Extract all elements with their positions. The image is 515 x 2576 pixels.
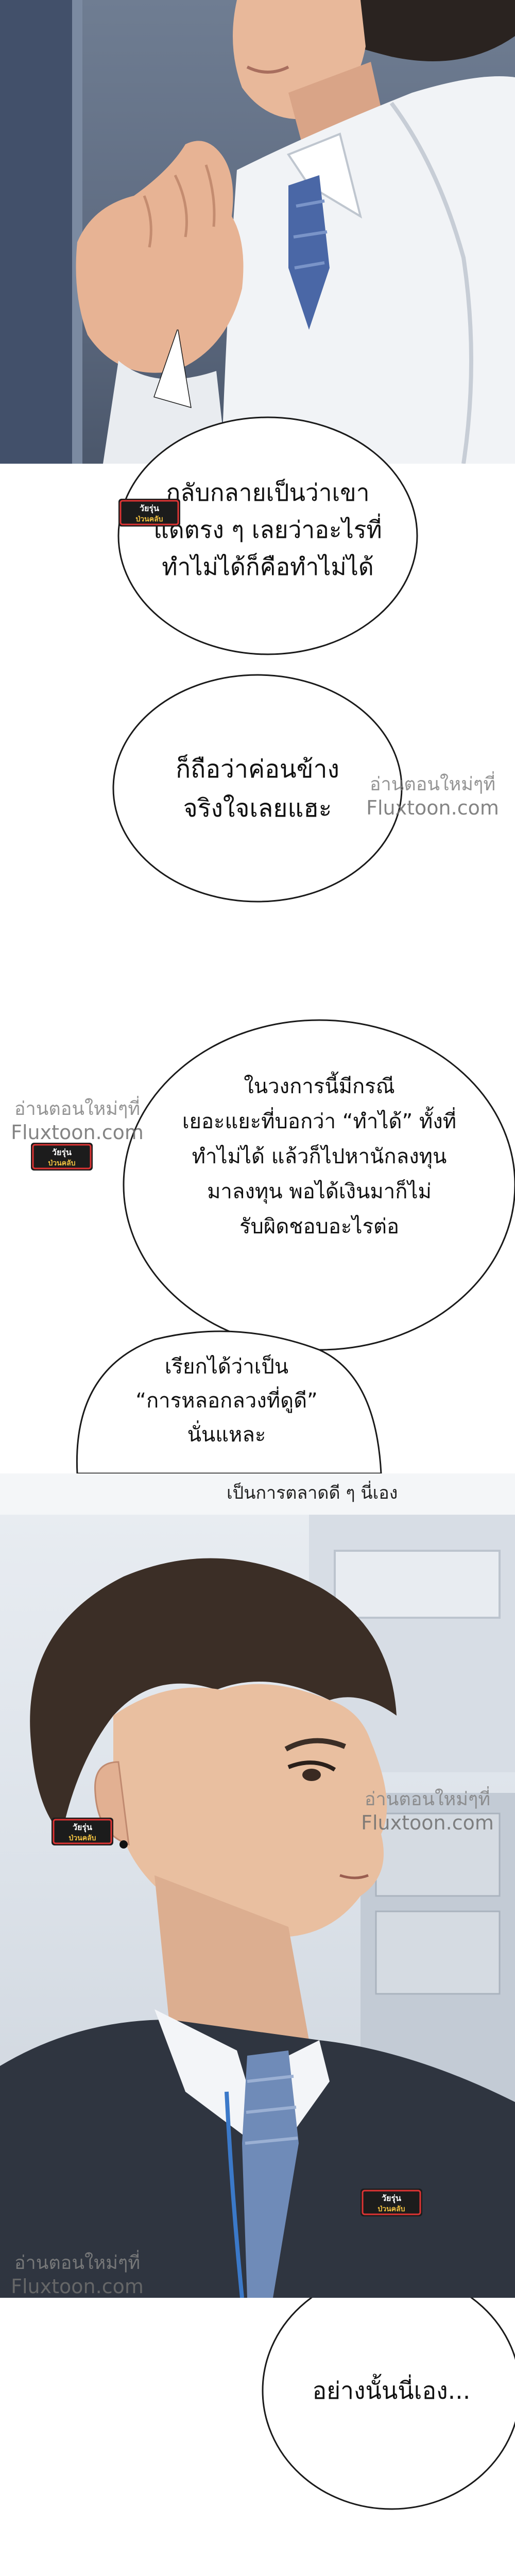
neck — [154, 1875, 309, 2040]
bubble-2-line-1: ก็ถือว่าค่อนข้าง — [176, 755, 339, 784]
cabinet-drawer — [375, 1812, 501, 1897]
watermark-line-2: Fluxtoon.com — [361, 1811, 494, 1834]
bubble-1-line-3: ทำไม่ได้ก็คือทำไม่ได้ — [162, 553, 374, 581]
logo-top-text: วัยรุ่น — [140, 503, 159, 514]
watermark-4: อ่านตอนใหม่ๆที่ Fluxtoon.com — [0, 2251, 154, 2299]
hand — [76, 141, 244, 373]
bubble-3-line-4: มาลงทุน พอได้เงินมาก็ไม่ — [207, 1180, 432, 1204]
iris — [302, 1769, 321, 1781]
watermark-3: อ่านตอนใหม่ๆที่ Fluxtoon.com — [350, 1788, 505, 1836]
bubble-1-line-2: แดตรง ๆ เลยว่าอะไรที่ — [153, 516, 382, 544]
finger-lines — [143, 164, 216, 248]
watermark-1: อ่านตอนใหม่ๆที่ Fluxtoon.com — [355, 773, 510, 821]
watermark-line-1: อ่านตอนใหม่ๆที่ — [364, 1789, 491, 1810]
watermark-line-1: อ่านตอนใหม่ๆที่ — [14, 2252, 141, 2274]
earring — [119, 1840, 128, 1849]
bubble-4-text: เรียกได้ว่าเป็น “การหลอกลวงที่ดูดี” นั่น… — [98, 1350, 355, 1452]
logo-top-text: วัยรุ่น — [52, 1147, 72, 1158]
logo-bottom-text: ป่วนคลับ — [48, 1159, 75, 1167]
watermark-2: อ่านตอนใหม่ๆที่ Fluxtoon.com — [0, 1097, 154, 1145]
bubble-3-line-2: เยอะแยะที่บอกว่า “ทำได้” ทั้งที่ — [182, 1110, 457, 1133]
logo-top-text: วัยรุ่น — [73, 1822, 92, 1833]
logo-bottom-text: ป่วนคลับ — [135, 515, 163, 523]
eyebrow — [284, 1738, 346, 1752]
watermark-line-1: อ่านตอนใหม่ๆที่ — [369, 774, 496, 795]
mouth — [339, 1874, 369, 1879]
bubble-3-line-3: ทำไม่ได้ แล้วก็ไปหานักลงทุน — [192, 1145, 447, 1168]
collar — [286, 132, 363, 219]
speech-bubble-2 — [112, 674, 403, 903]
bubble-5-text: อย่างนั้นนี่เอง... — [288, 2375, 494, 2406]
cabinet-drawer — [375, 1910, 501, 1995]
dark-window-frame — [0, 0, 72, 464]
bubble-1-line-1: กลับกลายเป็นว่าเขา — [166, 479, 370, 506]
scanlation-logo: วัยรุ่น ป่วนคลับ — [31, 1143, 93, 1171]
shirt-collar-left — [154, 2009, 268, 2154]
bubble-1-text: กลับกลายเป็นว่าเขา แดตรง ๆ เลยว่าอะไรที่… — [134, 474, 402, 585]
bubble-2-text: ก็ถือว่าค่อนข้าง จริงใจเลยแฮะ — [154, 750, 360, 828]
tie-stripes — [293, 199, 328, 269]
eye — [287, 1760, 336, 1772]
scanlation-logo: วัยรุ่น ป่วนคลับ — [118, 499, 180, 527]
office-window — [334, 1550, 501, 1619]
speech-bubble-4 — [76, 1330, 382, 1475]
bubble-4-line-3: นั่นแหละ — [187, 1423, 266, 1447]
watermark-line-2: Fluxtoon.com — [11, 1121, 144, 1144]
ceiling — [0, 1473, 515, 1515]
narration-caption: เป็นการตลาดดี ๆ นี่เอง — [227, 1483, 398, 1503]
bottom-panel-illustration — [0, 1473, 515, 2298]
bubble-2-line-2: จริงใจเลยแฮะ — [183, 794, 332, 823]
shirt-fold — [389, 101, 473, 464]
bubble-3-text: ในวงการนี้มีกรณี เยอะแยะที่บอกว่า “ทำได้… — [170, 1069, 469, 1244]
window-edge — [72, 0, 82, 464]
lanyard — [225, 2091, 244, 2298]
white-shirt — [221, 76, 515, 464]
tie — [288, 175, 330, 330]
tie-stripes — [245, 2075, 298, 2145]
bubble-4-line-2: “การหลอกลวงที่ดูดี” — [135, 1389, 318, 1413]
hair — [30, 1558, 397, 1834]
bubble-4-line-1: เรียกได้ว่าเป็น — [164, 1355, 289, 1379]
watermark-line-1: อ่านตอนใหม่ๆที่ — [14, 1098, 141, 1120]
logo-bottom-text: ป่วนคลับ — [377, 2205, 405, 2213]
mouth — [246, 65, 289, 74]
logo-bottom-text: ป่วนคลับ — [68, 1834, 96, 1842]
bottom-panel — [0, 1473, 515, 2298]
speech-bubble-1 — [117, 329, 418, 655]
watermark-line-2: Fluxtoon.com — [11, 2275, 144, 2298]
bubble-3-line-1: ในวงการนี้มีกรณี — [244, 1075, 395, 1098]
face — [113, 1684, 387, 1937]
bubble-3-line-5: รับผิดชอบอะไรต่อ — [239, 1215, 399, 1239]
bubble-5-line-1: อย่างนั้นนี่เอง... — [312, 2377, 471, 2404]
scanlation-logo: วัยรุ่น ป่วนคลับ — [52, 1818, 113, 1845]
watermark-line-2: Fluxtoon.com — [366, 796, 499, 819]
logo-top-text: วัยรุ่น — [382, 2193, 401, 2204]
scanlation-logo: วัยรุ่น ป่วนคลับ — [360, 2189, 422, 2216]
